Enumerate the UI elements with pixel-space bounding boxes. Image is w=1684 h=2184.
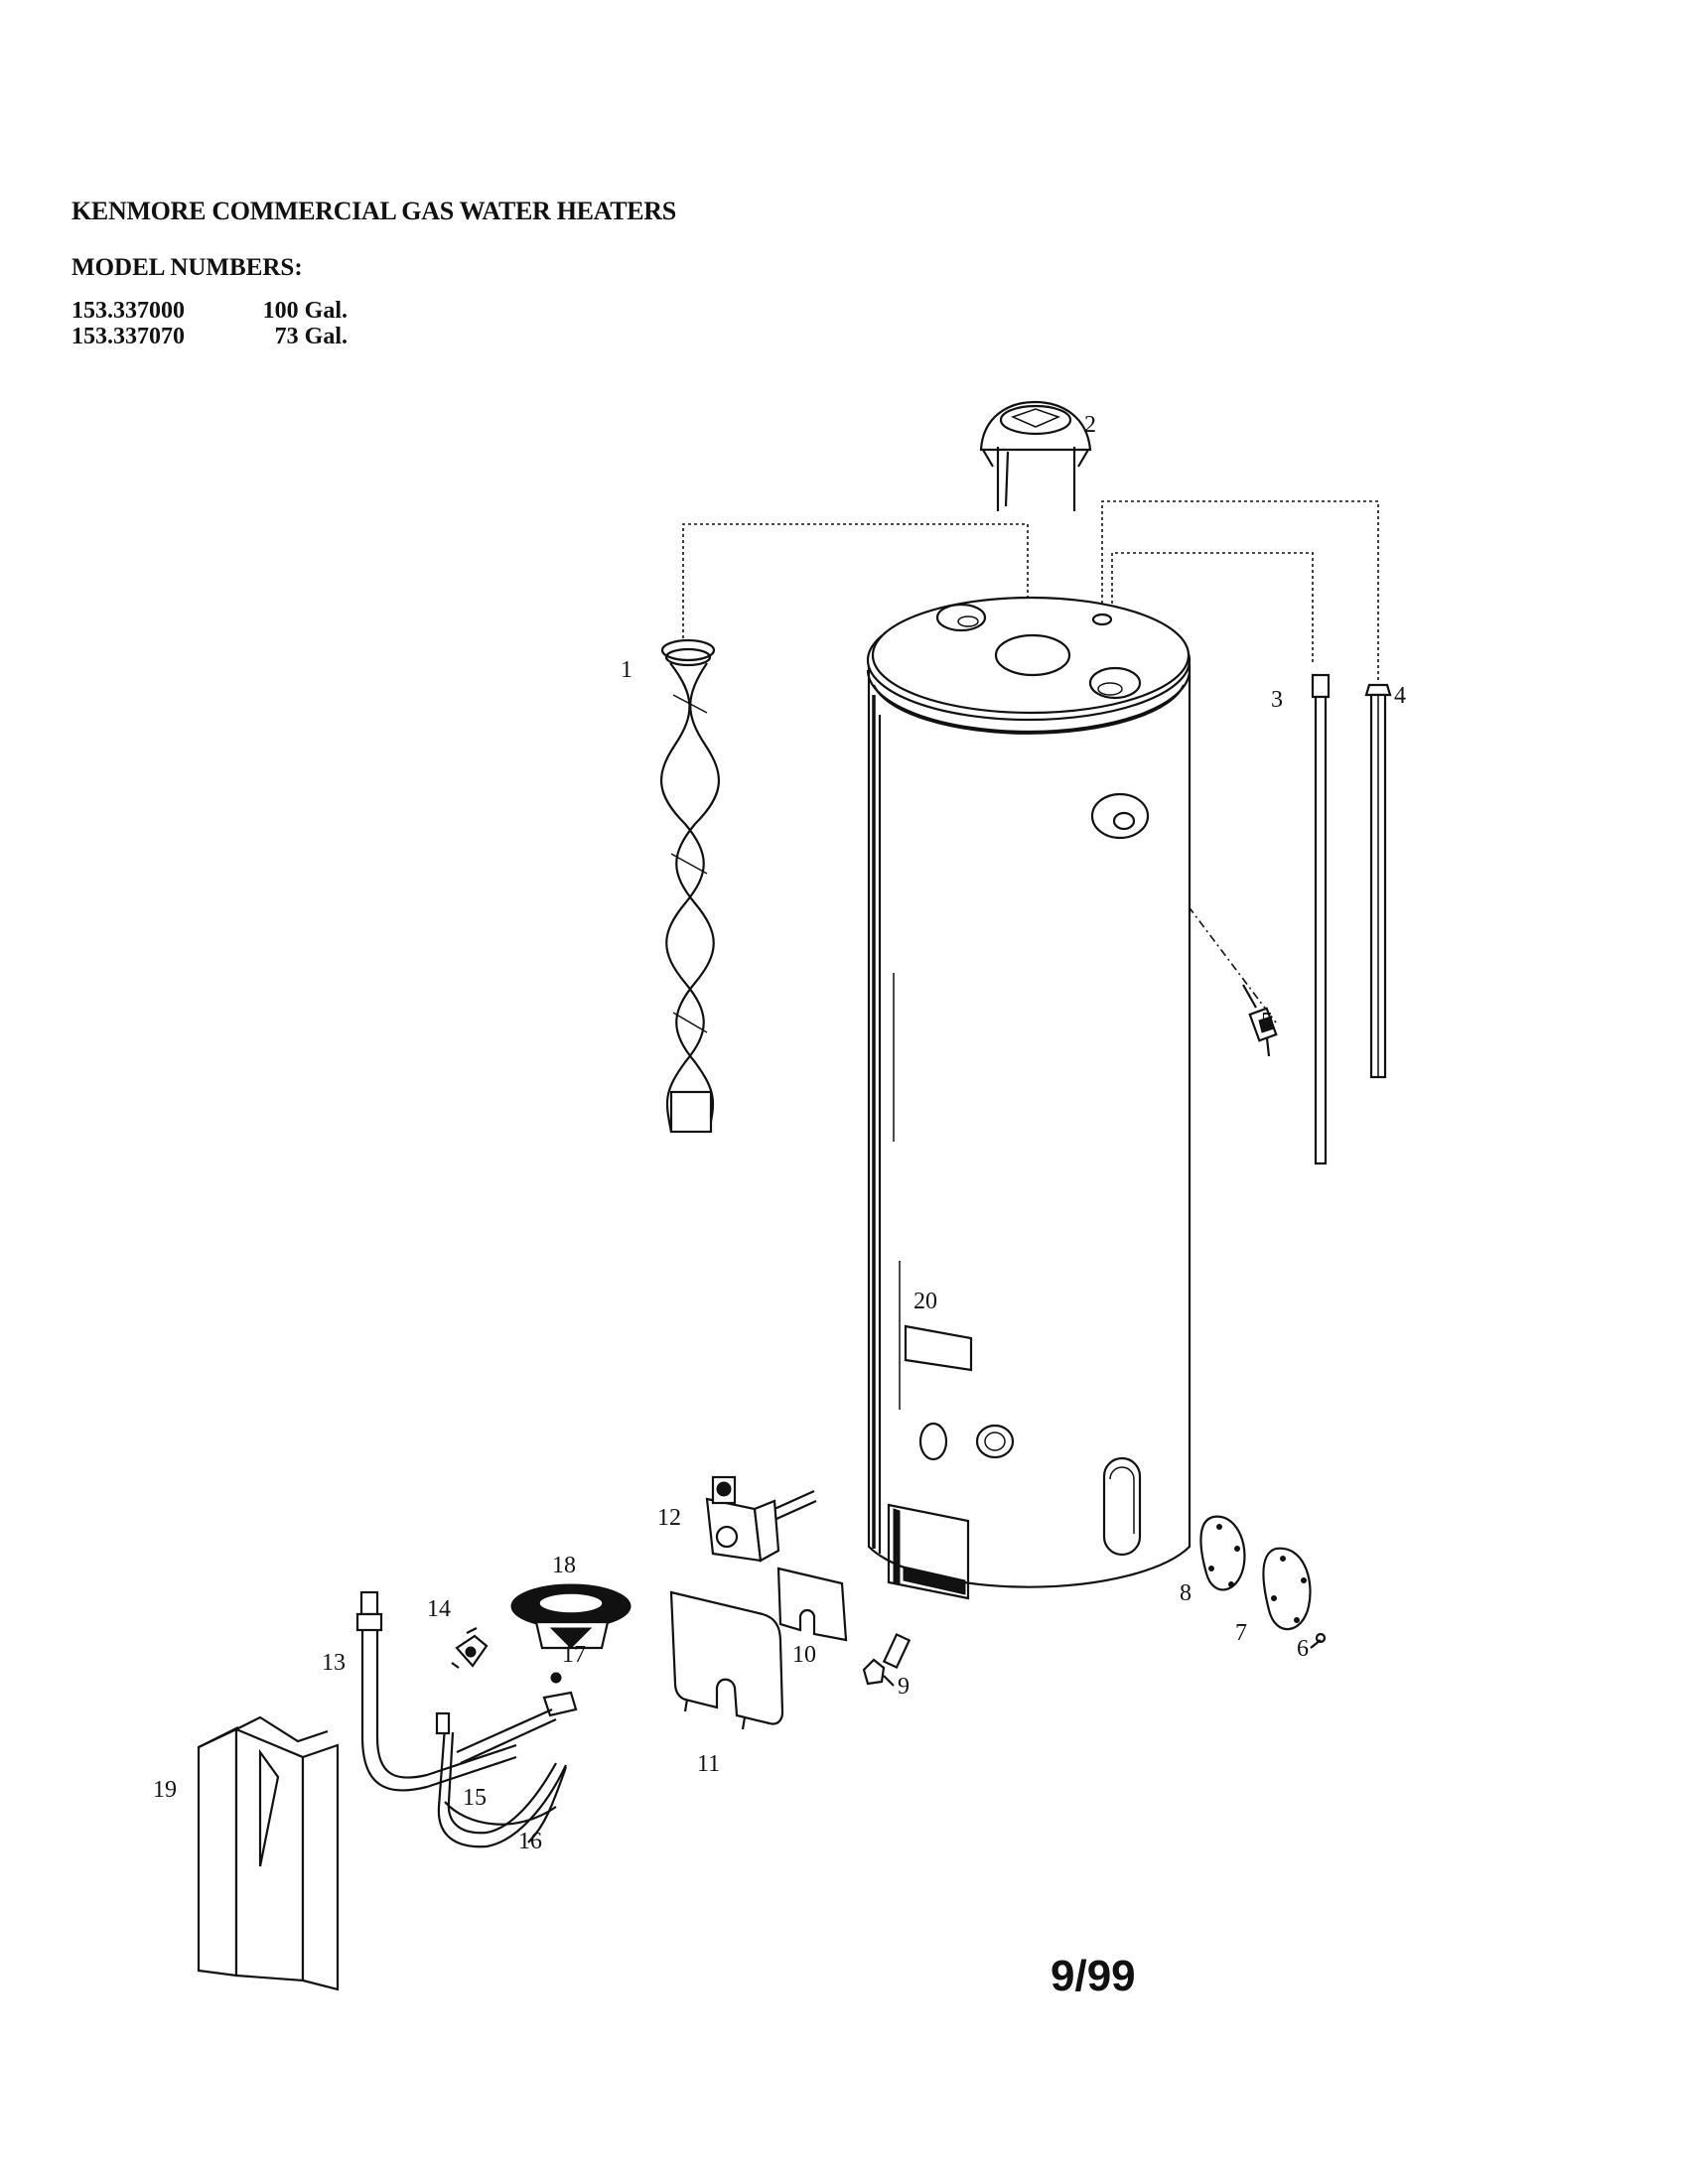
callout-17: 17	[562, 1642, 586, 1668]
connector-anode-rod	[1101, 500, 1379, 680]
anode-opening	[1091, 613, 1113, 626]
tank-body	[866, 596, 1192, 1600]
part-burner-manifold	[456, 1672, 578, 1764]
relief-valve-opening	[1090, 792, 1150, 840]
callout-9: 9	[898, 1674, 910, 1700]
callout-15: 15	[463, 1785, 487, 1811]
model-capacity-2: 73 Gal.	[274, 324, 348, 349]
part-gasket-8	[1199, 1515, 1246, 1591]
part-shield-11	[669, 1590, 784, 1725]
drain-opening	[918, 1422, 948, 1461]
callout-13: 13	[322, 1650, 346, 1676]
callout-18: 18	[552, 1553, 576, 1578]
callout-labels: 1 2 3 4 5 6 7 8 9 10 11 12 13 14 15 16 1…	[153, 412, 1406, 1854]
part-drain-valve	[862, 1632, 912, 1687]
part-burner	[510, 1583, 632, 1650]
callout-2: 2	[1084, 412, 1096, 438]
model-number-2: 153.337070	[71, 324, 185, 349]
callout-5: 5	[1261, 1009, 1273, 1034]
callout-12: 12	[657, 1505, 681, 1531]
combustion-access-opening	[1102, 1456, 1142, 1557]
part-flue-baffle	[660, 638, 720, 1134]
part-thermocouple	[444, 1801, 557, 1826]
part-relief-valve	[1242, 984, 1278, 1057]
part-gas-supply-tube	[355, 1590, 517, 1792]
callout-1: 1	[621, 657, 632, 683]
part-draft-hood	[979, 400, 1092, 511]
part-inspection-plates	[1199, 1515, 1327, 1649]
part-dip-tube	[1311, 673, 1331, 1165]
part-shield-10	[776, 1567, 848, 1642]
control-opening	[975, 1424, 1015, 1459]
part-pilot-bracket	[451, 1627, 489, 1669]
page-title: KENMORE COMMERCIAL GAS WATER HEATERS	[71, 197, 676, 225]
model-numbers-label: MODEL NUMBERS:	[71, 254, 303, 281]
model-number-1: 153.337000	[71, 298, 185, 324]
callout-8: 8	[1180, 1580, 1192, 1606]
callout-11: 11	[697, 1751, 720, 1777]
model-capacity-1: 100 Gal.	[262, 298, 348, 324]
part-screw-6	[1315, 1632, 1327, 1644]
date-code: 9/99	[1051, 1952, 1136, 2000]
callout-20: 20	[913, 1289, 937, 1314]
callout-10: 10	[792, 1642, 816, 1668]
callout-19: 19	[153, 1777, 177, 1803]
flue-opening	[994, 633, 1071, 677]
hot-outlet-opening	[935, 603, 987, 632]
part-anode-rod	[1364, 683, 1392, 1079]
part-outer-door	[197, 1715, 340, 1991]
part-pilot-tubing	[435, 1711, 567, 1848]
callout-4: 4	[1394, 683, 1406, 709]
callout-14: 14	[427, 1596, 451, 1622]
callout-3: 3	[1271, 687, 1283, 713]
callout-6: 6	[1297, 1636, 1309, 1662]
label-plate-20	[904, 1324, 973, 1372]
callout-7: 7	[1235, 1620, 1247, 1646]
rating-label	[887, 1503, 970, 1600]
part-thermocouple-lead	[527, 1766, 568, 1843]
callout-16: 16	[518, 1829, 542, 1854]
cold-inlet-opening	[1088, 666, 1142, 700]
part-gas-control-valve	[705, 1475, 817, 1563]
connector-flue-baffle	[682, 523, 1029, 650]
part-cover-plate-7	[1262, 1547, 1312, 1631]
